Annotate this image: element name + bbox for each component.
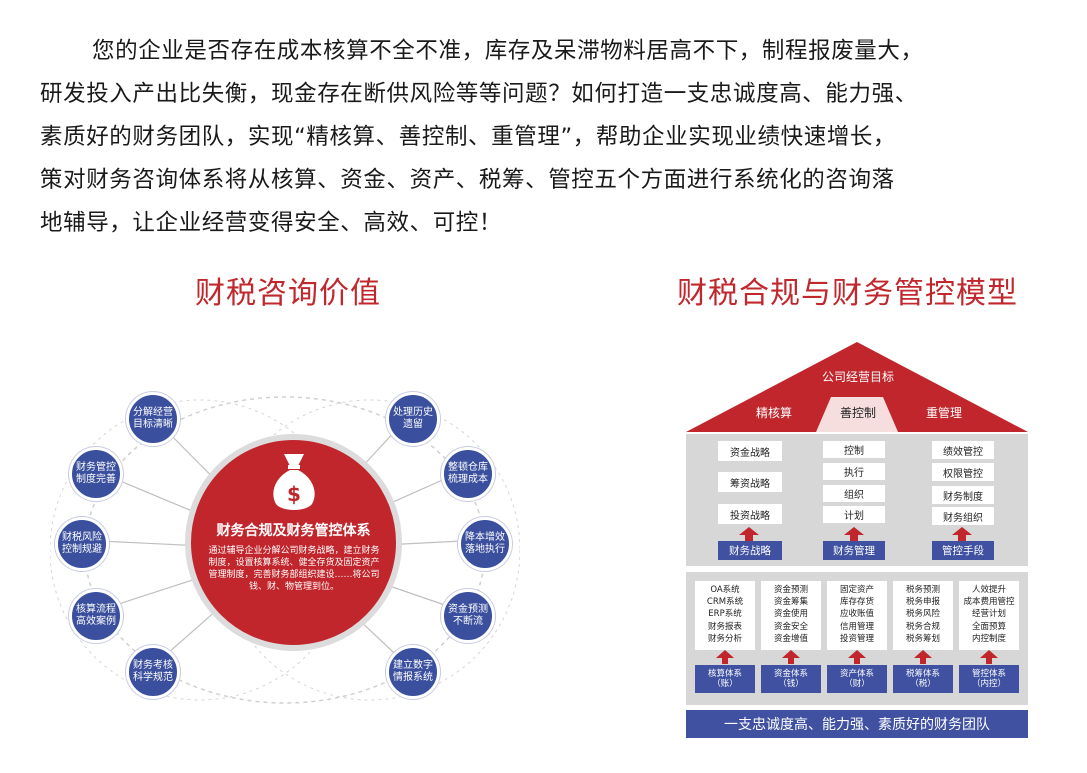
- roof-top-label: 公司经营目标: [821, 370, 894, 384]
- value-node: 建立数字情报系统: [386, 645, 440, 699]
- center-title: 财务合规及财务管控体系: [216, 523, 371, 539]
- right-section-title: 财税合规与财务管控模型: [677, 276, 1018, 311]
- strategy-item: 投资战略: [718, 504, 782, 524]
- mid-category: 财务战略: [718, 541, 782, 560]
- up-arrow-icon: [782, 650, 800, 664]
- value-node: 整顿仓库梳理成本: [441, 447, 495, 501]
- management-item: 组织: [823, 485, 885, 502]
- roof-left-label: 精核算: [755, 406, 792, 420]
- value-node: 降本增效落地执行: [458, 517, 512, 571]
- roof-right-label: 重管理: [925, 406, 962, 420]
- system-category: 资金体系（钱）: [761, 665, 821, 693]
- strategy-item: 资金战略: [718, 441, 782, 461]
- system-category: 管控体系（内控）: [959, 665, 1019, 693]
- up-arrow-icon: [739, 527, 759, 541]
- foundation-bar: 一支忠诚度高、能力强、素质好的财务团队: [686, 710, 1028, 738]
- value-node: 财务考核科学规范: [126, 645, 180, 699]
- left-section-title: 财税咨询价值: [195, 276, 381, 311]
- value-node: 财务管控制度完善: [69, 447, 123, 501]
- intro-line: 素质好的财务团队，实现“精核算、善控制、重管理”，帮助企业实现业绩快速增长，: [40, 124, 897, 150]
- strategy-item: 筹资战略: [718, 472, 782, 492]
- intro-line: 策对财务咨询体系将从核算、资金、资产、税筹、管控五个方面进行系统化的咨询落: [40, 167, 895, 193]
- up-arrow-icon: [844, 527, 864, 541]
- control-item: 财务组织: [932, 507, 994, 525]
- money-bag-icon: $: [273, 454, 315, 510]
- system-column: 税务预测税务申报税务风险税务合规税务筹划: [893, 581, 953, 650]
- up-arrow-icon: [848, 650, 866, 664]
- intro-line: 您的企业是否存在成本核算不全不准，库存及呆滞物料居高不下，制程报废量大，: [92, 38, 924, 64]
- system-column: 人效提升成本费用管控经营计划全面预算内控制度: [959, 581, 1019, 650]
- control-item: 绩效管控: [932, 441, 994, 459]
- up-arrow-icon: [980, 650, 998, 664]
- value-node: 核算流程高效案例: [69, 589, 123, 643]
- system-category: 税筹体系（税）: [893, 665, 953, 693]
- control-item: 权限管控: [932, 463, 994, 481]
- value-node: 分解经营目标清晰: [126, 392, 180, 446]
- system-column: 固定资产库存存货应收账值信用管理投资管理: [827, 581, 887, 650]
- mid-category: 财务管理: [823, 541, 885, 560]
- intro-paragraph: 您的企业是否存在成本核算不全不准，库存及呆滞物料居高不下，制程报废量大， 研发投…: [40, 30, 1050, 245]
- up-arrow-icon: [716, 650, 734, 664]
- money-symbol: $: [287, 482, 301, 506]
- roof: [686, 342, 1028, 432]
- intro-line: 地辅导，让企业经营变得安全、高效、可控！: [40, 210, 503, 236]
- center-circle: $ 财务合规及财务管控体系 通过辅导企业分解公司财务战略，建立财务制度，设置核算…: [185, 434, 402, 651]
- management-item: 控制: [823, 441, 885, 458]
- value-node: 财税风险控制规避: [55, 517, 109, 571]
- control-item: 财务制度: [932, 486, 994, 504]
- roof-mid-label: 善控制: [839, 406, 876, 420]
- up-arrow-icon: [952, 527, 972, 541]
- mid-category: 管控手段: [932, 541, 994, 560]
- value-node: 资金预测不断流: [441, 589, 495, 643]
- system-category: 核算体系（账）: [695, 665, 755, 693]
- intro-line: 研发投入产出比失衡，现金存在断供风险等等问题？如何打造一支忠诚度高、能力强、: [40, 81, 918, 107]
- management-item: 计划: [823, 506, 885, 523]
- management-item: 执行: [823, 463, 885, 480]
- center-description: 通过辅导企业分解公司财务战略，建立财务制度，设置核算系统、健全存货及固定资产管理…: [208, 546, 380, 592]
- system-category: 资产体系（财）: [827, 665, 887, 693]
- system-column: 资金预测资金筹集资金使用资金安全资金增值: [761, 581, 821, 650]
- value-node: 处理历史遗留: [386, 392, 440, 446]
- up-arrow-icon: [914, 650, 932, 664]
